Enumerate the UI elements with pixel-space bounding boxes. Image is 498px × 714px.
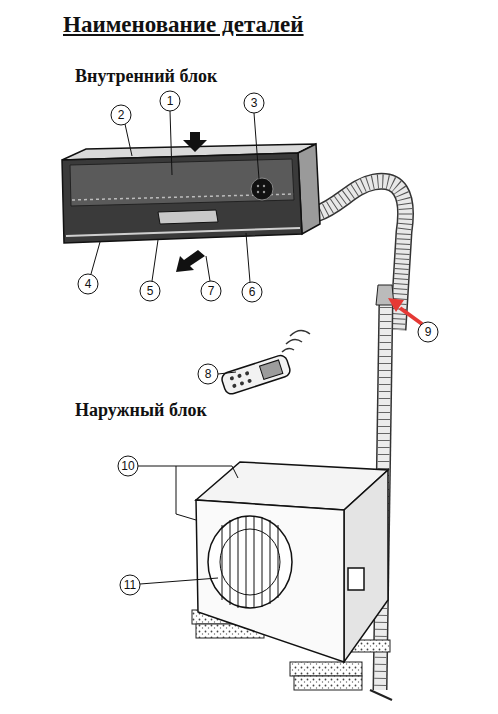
remote-body [220,354,291,396]
leader-line [206,256,210,281]
remote-button [237,373,242,378]
speaker-hole [257,185,259,187]
remote-control [220,354,291,396]
leader-line [246,233,250,282]
pointer-arrow [400,308,422,324]
display-window [158,210,218,224]
fan-grille [208,516,292,608]
support-brick [290,662,362,676]
air-outlet-arrow [176,250,205,272]
callout-number: 6 [249,286,256,298]
callout-circle [118,456,138,476]
remote-button [239,381,244,386]
fan-grille [220,529,280,595]
callout-circle [111,105,131,125]
speaker-grille [251,178,273,200]
speaker-hole [257,191,259,193]
remote-button [247,378,252,383]
callout-number: 10 [121,460,134,472]
air-intake-arrow [183,132,207,152]
speaker-hole [263,191,265,193]
leader-line [152,240,158,281]
signal-wave [290,330,310,336]
callout-number: 8 [205,368,212,380]
leader-line [125,124,132,156]
callout-circle [201,281,221,301]
callout-circle [244,93,264,113]
callout-circle [242,282,262,302]
callout-circle [198,364,218,384]
callout-number: 2 [118,109,125,121]
signal-wave [286,339,302,344]
title-heading: Наименование деталей [63,12,304,38]
leader-line [140,578,218,584]
outdoor-unit-front [196,500,344,662]
callout-number: 5 [147,285,154,297]
callout-number: 9 [425,326,432,338]
section-label: Внутренний блок [75,66,217,87]
callout-circles [78,91,438,595]
callout-number: 1 [167,95,174,107]
leader-line [218,372,236,374]
indoor-unit-front [62,153,302,243]
grille-bars [222,516,278,608]
outdoor-unit-side [344,470,388,662]
bracket-line [176,466,196,520]
callout-number: 4 [85,278,92,290]
bracket-line [138,466,238,478]
pipe-end [370,690,392,700]
callout-circle [120,575,140,595]
service-cover [348,568,364,590]
leader-lines [91,111,259,584]
air-outlet-louver [66,228,300,236]
support-brick [294,676,362,690]
section-label: Наружный блок [75,400,207,421]
callout-circle [78,274,98,294]
remote-button [245,371,250,376]
front-panel [70,159,294,206]
callout-number: 7 [208,285,215,297]
callout-number: 3 [251,97,258,109]
remote-button [232,383,237,388]
callout-circle [418,322,438,342]
callout-number: 11 [124,579,136,591]
leader-line [91,242,100,274]
callout-circle [160,91,180,111]
pointer-arrow-head [388,298,404,312]
remote-button [229,376,234,381]
callout-circle [140,281,160,301]
signal-wave [282,348,294,352]
remote-screen [259,360,282,379]
leader-line [254,113,259,179]
speaker-hole [263,185,265,187]
leader-line [170,111,172,175]
